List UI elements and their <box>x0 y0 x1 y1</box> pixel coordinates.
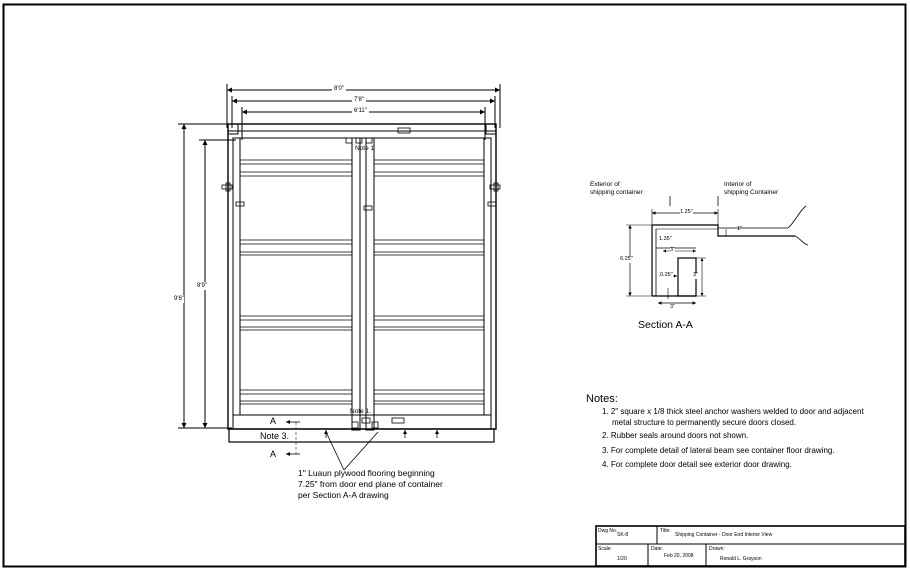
section-title: Section A-A <box>638 319 693 331</box>
tb-scale-label: Scale: <box>598 546 612 552</box>
door-end-elevation <box>178 84 501 471</box>
drawing-border <box>2 3 907 568</box>
flooring-callout-line-3: per Section A-A drawing <box>298 490 389 500</box>
section-dim-small-h: 1.35" <box>659 236 672 242</box>
exterior-label-line-2: shipping container <box>590 189 643 196</box>
tb-date-label: Date: <box>651 546 663 552</box>
interior-label-line-1: Interior of <box>724 181 752 188</box>
note-1-line-1: 1. 2" square x 1/8 thick steel anchor wa… <box>602 407 864 416</box>
section-dim-inner-w: 3" <box>670 247 676 254</box>
dim-door-height: 8'9" <box>197 282 207 290</box>
note-3: 3. For complete detail of lateral beam s… <box>602 446 835 455</box>
flooring-callout-line-1: 1" Luaun plywood flooring beginning <box>298 468 435 478</box>
dim-overall-height: 9'6" <box>174 295 184 303</box>
section-dim-overall-h: 6.25" <box>620 256 633 263</box>
tb-drawn-label: Drawn: <box>709 546 725 552</box>
exterior-label-line-1: Exterior of <box>590 181 620 188</box>
tb-date-value: Feb 20, 2008 <box>664 553 694 559</box>
note1-bottom-label: Note 1. <box>350 408 371 415</box>
tb-scale-value: 1/20 <box>617 556 627 562</box>
note1-top-label: Note 1 <box>355 145 375 152</box>
dim-door-width: 6'11" <box>352 108 369 114</box>
dim-overall-width: 8'0" <box>332 86 346 92</box>
flooring-callout-line-2: 7.25" from door end plane of container <box>298 479 443 489</box>
section-dim-plate: 1" <box>737 226 743 232</box>
section-dim-offset: 0.25" <box>660 272 673 279</box>
tb-dwg-label: Dwg No. <box>598 528 618 534</box>
section-marker-bottom: A <box>270 449 277 459</box>
dim-inner-width: 7'8" <box>352 97 366 103</box>
section-dim-box-h: 3" <box>693 272 699 279</box>
note-1-line-2: metal structure to permanently secure do… <box>612 418 797 427</box>
note3-label: Note 3. <box>260 431 290 441</box>
tb-title-value: Shipping Container - Door End Interior V… <box>675 532 773 538</box>
tb-drawn-value: Ronald L. Grayson <box>720 556 762 562</box>
tb-title-label: Title: <box>660 528 671 534</box>
interior-label-line-2: shipping Container <box>724 189 779 196</box>
section-dim-bottom-w: 3" <box>670 304 676 310</box>
tb-dwg-value: SK-8 <box>617 532 629 538</box>
section-marker-top: A <box>270 416 277 426</box>
note-2: 2. Rubber seals around doors not shown. <box>602 431 749 440</box>
notes-heading: Notes: <box>586 393 618 405</box>
note-4: 4. For complete door detail see exterior… <box>602 460 792 469</box>
section-dim-top-width: 1.25" <box>680 209 693 216</box>
title-block <box>595 525 906 567</box>
section-a-a-detail <box>626 196 809 305</box>
